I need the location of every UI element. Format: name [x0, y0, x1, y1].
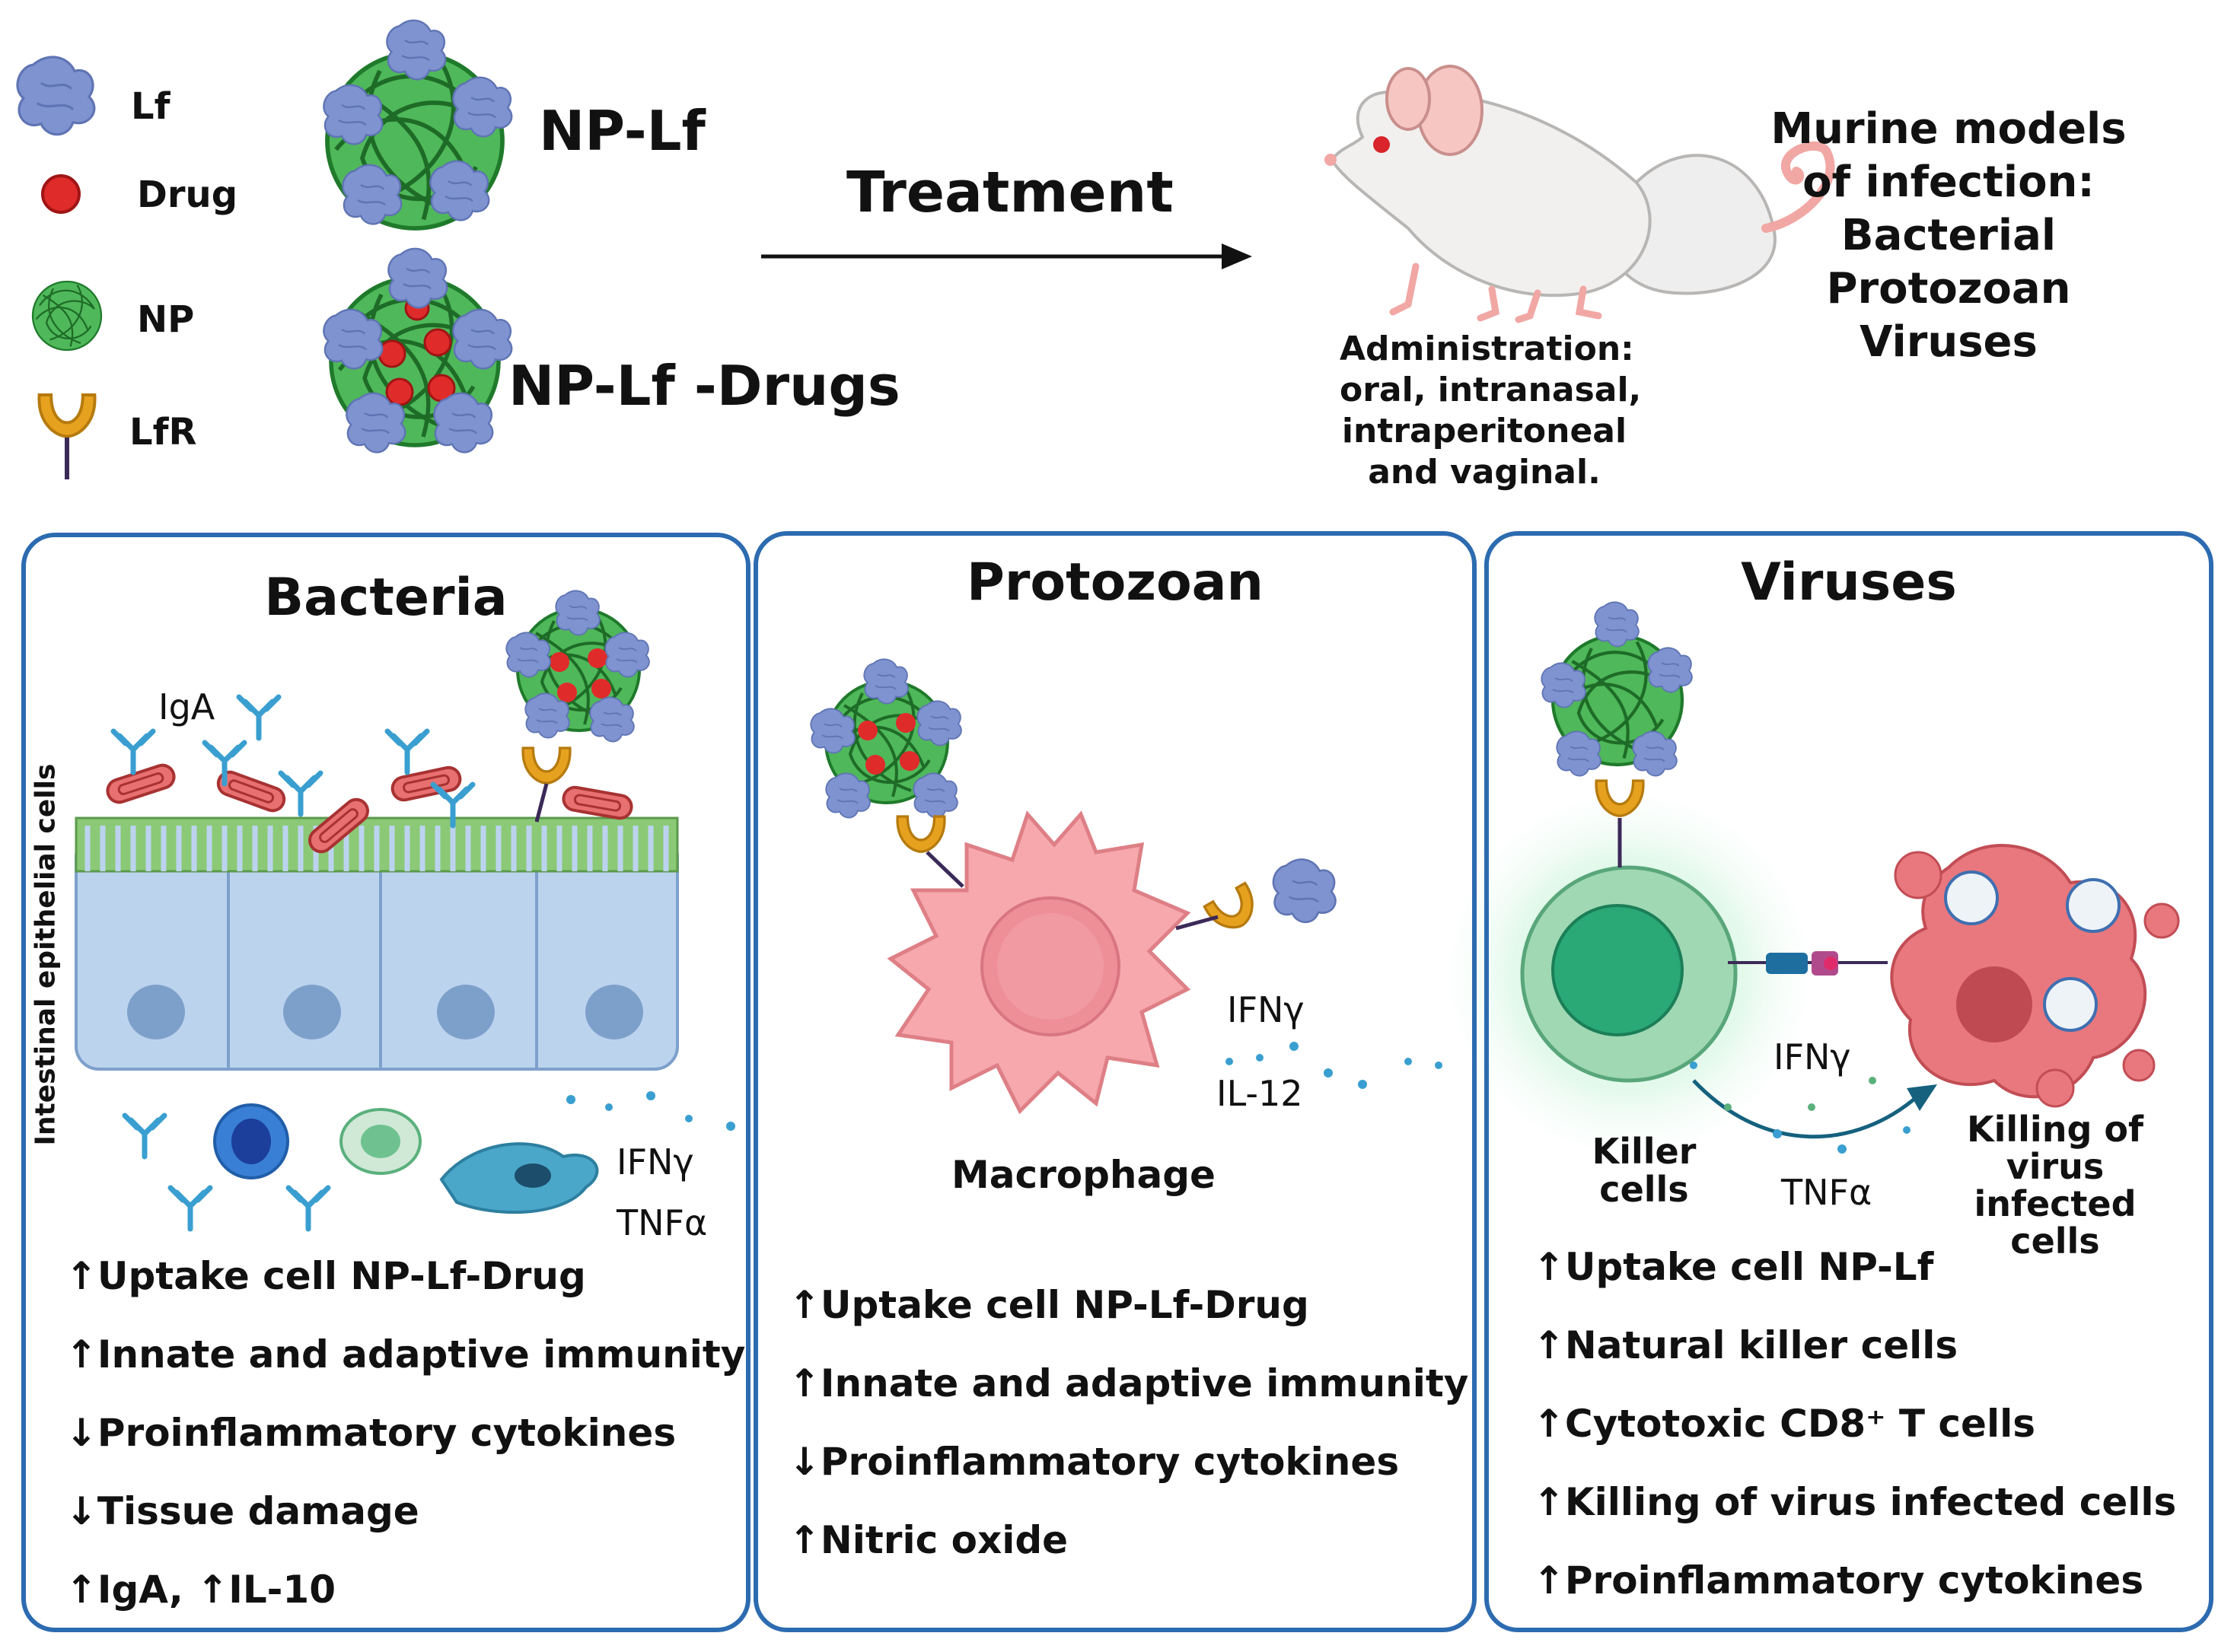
viruses-panel-title: Viruses	[1741, 552, 1957, 613]
administration-text: Administration: oral, intranasal, intrap…	[1340, 329, 1642, 493]
protozoan-cytokine-il12: IL-12	[1216, 1073, 1303, 1114]
killing-label-line: cells	[2010, 1221, 2100, 1262]
bacteria-effect-item: ↓Tissue damage	[65, 1489, 419, 1533]
legend-drug-label: Drug	[137, 173, 238, 216]
viruses-effect-item: ↑Proinflammatory cytokines	[1533, 1558, 2144, 1603]
viruses-panel: Viruses ↑Uptake cell NP-Lf ↑Natural kill…	[1484, 531, 2213, 1632]
bacteria-effect-item: ↑IgA, ↑IL-10	[65, 1568, 336, 1612]
killer-cells-line: Killer	[1592, 1131, 1697, 1172]
treatment-label: Treatment	[846, 160, 1174, 225]
bacteria-effect-item: ↓Proinflammatory cytokines	[65, 1411, 677, 1455]
protozoan-effect-item: ↑Nitric oxide	[789, 1518, 1069, 1562]
lf-legend-icon	[16, 56, 96, 136]
killer-cells-line: cells	[1599, 1169, 1689, 1210]
np-lf-drugs-particle-icon	[323, 247, 513, 454]
protozoan-panel-title: Protozoan	[967, 552, 1264, 613]
viruses-effect-item: ↑Uptake cell NP-Lf	[1533, 1245, 1934, 1289]
viruses-effect-item: ↑Cytotoxic CD8⁺ T cells	[1533, 1402, 2036, 1446]
killer-cells-label: Killer cells	[1576, 1132, 1713, 1208]
killing-infected-cells-label: Killing of virus infected cells	[1964, 1111, 2146, 1260]
legend-lfr-label: LfR	[129, 411, 197, 454]
drug-legend-icon	[41, 174, 81, 214]
protozoan-cytokine-ifng: IFNγ	[1227, 989, 1305, 1030]
viruses-cytokine-tnfa: TNFα	[1781, 1172, 1872, 1213]
administration-line: and vaginal.	[1368, 453, 1601, 492]
bacteria-effect-item: ↑Innate and adaptive immunity	[65, 1332, 746, 1377]
murine-models-line: Murine models	[1770, 104, 2127, 154]
viruses-effect-item: ↑Killing of virus infected cells	[1533, 1480, 2177, 1524]
murine-models-line: of infection:	[1802, 158, 2095, 207]
administration-line: oral, intranasal,	[1340, 371, 1642, 409]
np-lf-particle-icon	[323, 19, 513, 228]
bacteria-illustration	[75, 590, 735, 1229]
intestinal-epithelial-cells-label: Intestinal epithelial cells	[30, 763, 62, 1146]
administration-line: Administration:	[1340, 329, 1634, 368]
killing-label-line: infected	[1974, 1183, 2137, 1224]
administration-line: intraperitoneal	[1341, 412, 1627, 450]
iga-label: IgA	[158, 686, 215, 727]
protozoan-panel: Protozoan ↑Uptake cell NP-Lf-Drug ↑Innat…	[754, 531, 1477, 1632]
murine-models-line: Viruses	[1860, 317, 2038, 367]
bacteria-effect-item: ↑Uptake cell NP-Lf-Drug	[65, 1254, 586, 1298]
bacteria-cytokine-tnfa: TNFα	[617, 1202, 708, 1243]
murine-models-line: Bacterial	[1840, 211, 2057, 260]
viruses-effect-item: ↑Natural killer cells	[1533, 1323, 1958, 1367]
killing-label-line: Killing of	[1966, 1109, 2144, 1150]
np-legend-icon	[31, 280, 103, 352]
np-lf-label: NP-Lf	[539, 99, 706, 163]
protozoan-effect-item: ↑Uptake cell NP-Lf-Drug	[789, 1283, 1309, 1327]
viruses-effects-list: ↑Uptake cell NP-Lf ↑Natural killer cells…	[1533, 1228, 2176, 1620]
viruses-illustration	[1431, 601, 2180, 1172]
bacteria-cytokine-ifng: IFNγ	[617, 1141, 694, 1183]
protozoan-illustration	[810, 658, 1442, 1115]
protozoan-effect-item: ↓Proinflammatory cytokines	[789, 1440, 1400, 1484]
bacteria-panel-title: Bacteria	[264, 568, 508, 628]
treatment-arrow	[761, 244, 1252, 269]
viruses-cytokine-ifng: IFNγ	[1773, 1036, 1851, 1077]
legend-lf-label: Lf	[131, 85, 170, 128]
macrophage-label: Macrophage	[951, 1153, 1216, 1197]
murine-models-text: Murine models of infection: Bacterial Pr…	[1766, 103, 2131, 369]
protozoan-effects-list: ↑Uptake cell NP-Lf-Drug ↑Innate and adap…	[789, 1266, 1468, 1580]
murine-models-line: Protozoan	[1826, 264, 2071, 314]
legend-np-label: NP	[137, 298, 195, 341]
mouse-illustration	[1324, 65, 1835, 323]
np-lf-drugs-label: NP-Lf -Drugs	[508, 354, 900, 418]
protozoan-effect-item: ↑Innate and adaptive immunity	[789, 1361, 1469, 1405]
bacteria-panel: Bacteria ↑Uptake cell NP-Lf-Drug ↑Innate…	[21, 533, 751, 1632]
lfr-legend-icon	[37, 393, 97, 479]
bacteria-effects-list: ↑Uptake cell NP-Lf-Drug ↑Innate and adap…	[65, 1237, 745, 1629]
killing-label-line: virus	[2006, 1146, 2105, 1187]
